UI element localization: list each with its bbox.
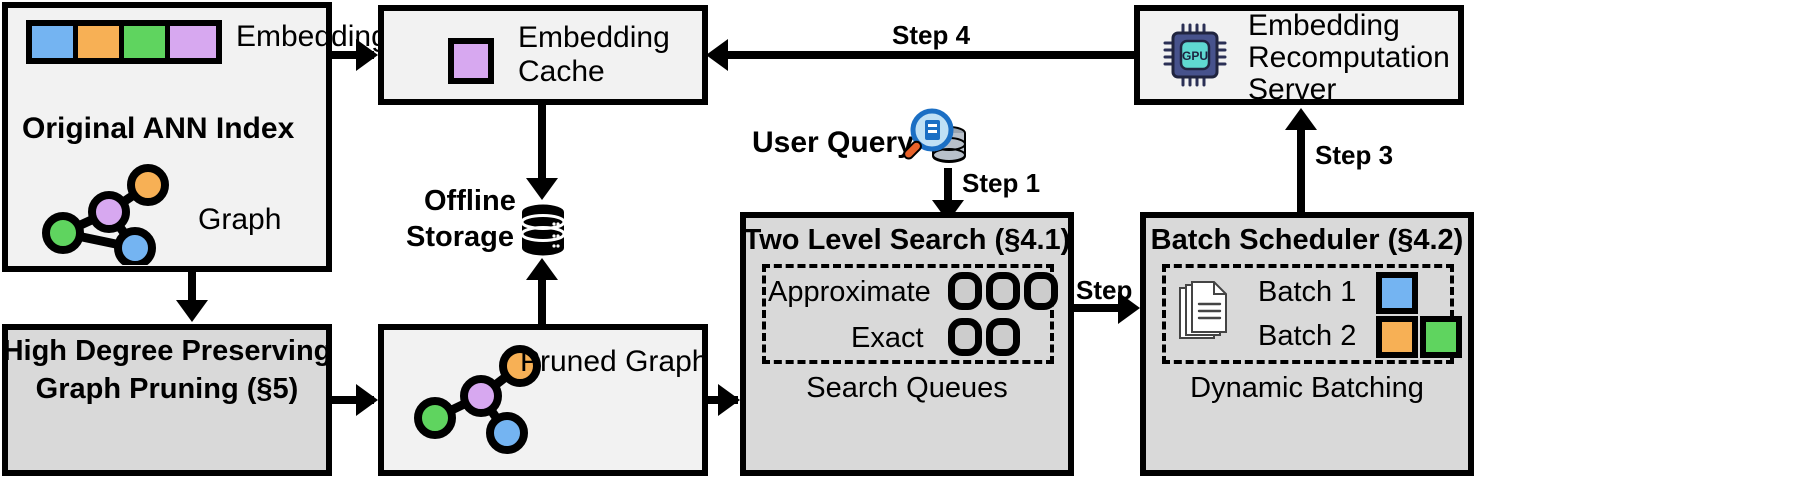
approximate-queue-slot-1[interactable]	[948, 272, 982, 310]
recomputation-server-label-line1: Embedding	[1248, 9, 1400, 42]
batch-2-label: Batch 2	[1258, 320, 1357, 352]
two-level-search-title: Two Level Search (§4.1)	[743, 224, 1071, 256]
embedding-cache-label-line1: Embedding	[518, 21, 670, 54]
batch-2-swatch-green	[1420, 316, 1462, 358]
arrow-pruned-to-storage-head	[526, 258, 558, 280]
query-search-icon	[903, 108, 966, 163]
pruned-graph-label: Pruned Graph	[520, 345, 709, 378]
arrow-index-to-pruning-head	[176, 300, 208, 322]
exact-row-label: Exact	[851, 322, 924, 354]
database-icon	[520, 204, 566, 256]
approximate-row-label: Approximate	[768, 276, 931, 308]
embedding-swatch-orange	[78, 26, 124, 58]
arrow-step4-head	[706, 39, 728, 71]
embedding-swatch-blue	[32, 26, 78, 58]
documents-stack-icon	[1179, 281, 1227, 339]
original-ann-index-title: Original ANN Index	[22, 112, 295, 145]
arrow-pruning-to-pruned-head	[356, 384, 378, 416]
graph-pruning-label-line1: High Degree Preserving	[2, 335, 332, 367]
embedding-cache-swatch	[448, 38, 494, 84]
graph-pruning-label-line2: Graph Pruning (§5)	[35, 373, 299, 405]
arrow-step2-head	[1118, 292, 1140, 324]
dynamic-batching-caption: Dynamic Batching	[1190, 372, 1424, 404]
arrow-step1-line	[944, 168, 952, 208]
arrow-index-to-cache-line	[332, 51, 374, 59]
user-query-label: User Query	[752, 126, 914, 159]
exact-queue-slot-2[interactable]	[986, 318, 1020, 356]
search-queues-panel	[762, 264, 1054, 364]
embedding-cache-box	[378, 5, 708, 105]
original-graph-icon	[42, 164, 169, 265]
embedding-swatch-strip	[26, 20, 222, 64]
step3-label: Step 3	[1315, 140, 1394, 170]
gpu-chip-text: GPU	[1182, 49, 1208, 63]
arrow-step3-head	[1285, 108, 1317, 130]
gpu-chip-icon: GPU	[1163, 23, 1227, 87]
arrow-step3-line	[1297, 128, 1305, 212]
embedding-cache-label-line2: Cache	[518, 55, 605, 88]
step4-label: Step 4	[892, 20, 971, 50]
batch-scheduler-title: Batch Scheduler (§4.2)	[1150, 224, 1464, 256]
exact-queue-slot-1[interactable]	[948, 318, 982, 356]
approximate-queue-slot-2[interactable]	[986, 272, 1020, 310]
arrow-step2-line	[1074, 304, 1134, 312]
recomputation-server-label-line2: Recomputation	[1248, 41, 1450, 74]
graph-pruning-box	[2, 324, 332, 476]
graph-label: Graph	[198, 203, 282, 236]
embedding-swatch-purple	[170, 26, 216, 58]
arrow-pruning-to-pruned-line	[332, 396, 374, 404]
arrow-cache-to-storage-line	[538, 105, 546, 183]
batch-1-swatch-blue	[1376, 272, 1418, 314]
step1-label: Step 1	[962, 168, 1041, 198]
arrow-cache-to-storage-head	[526, 178, 558, 200]
embedding-swatch-green	[124, 26, 170, 58]
arrow-step4-line	[726, 51, 1136, 59]
recomputation-server-label-line3: Server	[1248, 73, 1337, 106]
offline-storage-label-line2: Storage	[406, 221, 514, 253]
batch-2-swatch-orange	[1376, 316, 1418, 358]
arrow-pruned-to-search-head	[718, 384, 740, 416]
arrow-index-to-pruning-line	[188, 272, 196, 304]
approximate-queue-slot-3[interactable]	[1024, 272, 1058, 310]
arrow-pruned-to-storage-line	[538, 276, 546, 324]
batch-scheduler-box	[1140, 212, 1474, 476]
dynamic-batching-panel	[1162, 264, 1454, 364]
pruned-graph-icon	[414, 345, 541, 454]
arrow-index-to-cache-head	[356, 39, 378, 71]
search-queues-caption: Search Queues	[806, 372, 1008, 404]
batch-1-label: Batch 1	[1258, 276, 1357, 308]
offline-storage-label-line1: Offline	[424, 185, 516, 217]
